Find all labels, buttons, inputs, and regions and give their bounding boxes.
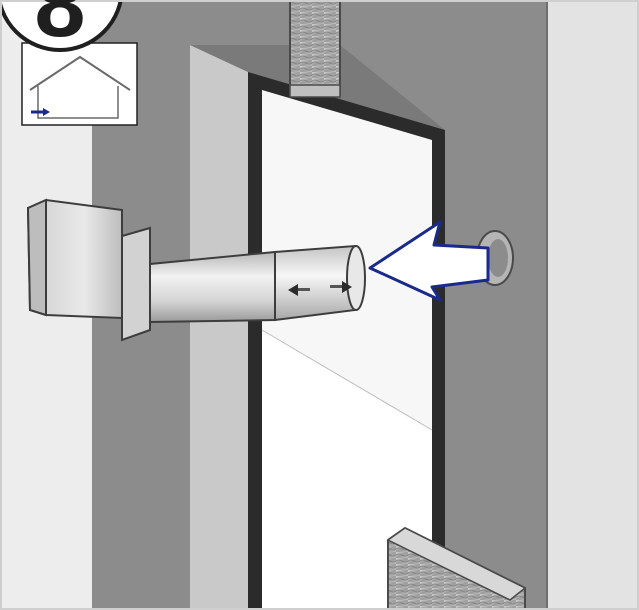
sleeve-arrow-left-icon bbox=[288, 284, 298, 296]
house-outside-air-icon bbox=[21, 42, 138, 126]
window-reveal-left bbox=[190, 45, 248, 610]
sleeve-arrow-right-icon bbox=[342, 281, 352, 293]
duct-pipe bbox=[149, 250, 276, 324]
hood-collar bbox=[121, 226, 151, 342]
step-badge bbox=[0, 0, 123, 52]
insert-direction-arrow-icon bbox=[368, 220, 490, 302]
right-wall-panel bbox=[547, 0, 639, 610]
lintel-beam bbox=[289, 0, 341, 96]
